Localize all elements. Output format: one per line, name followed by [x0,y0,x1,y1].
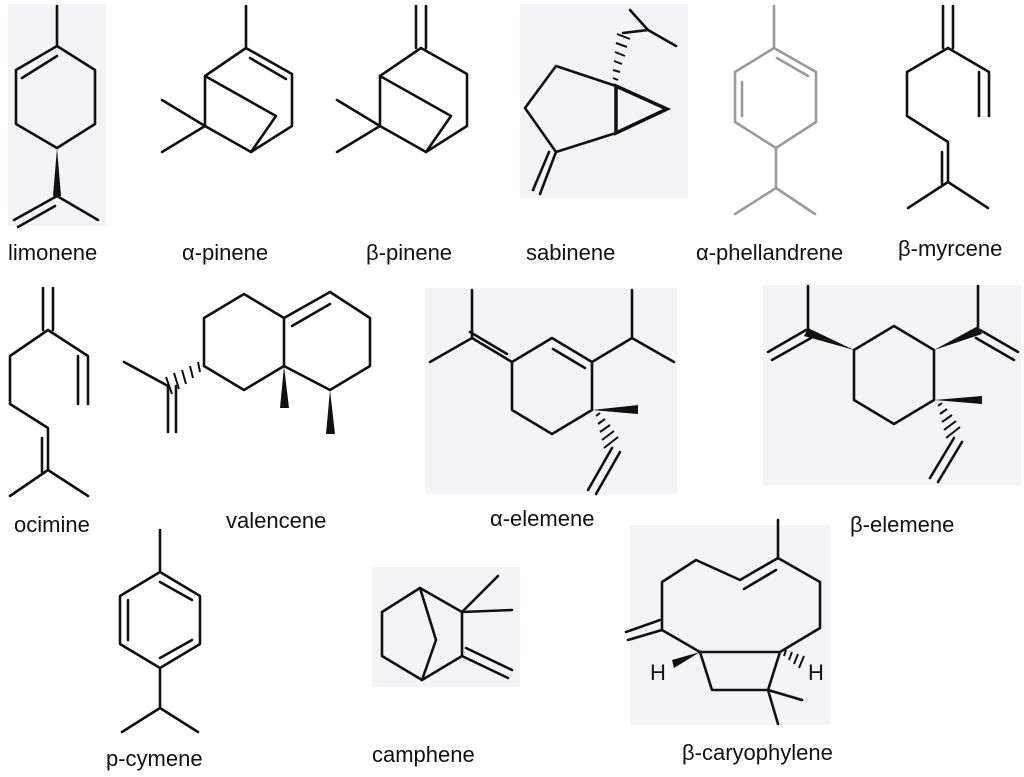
beta-elemene-structure [766,284,1020,484]
caryophylene-panel [630,525,830,725]
sabinene-panel [520,4,688,198]
sabinene-structure [523,8,678,196]
limonene-structure [12,4,100,229]
caryophylene-h-left: H [650,660,666,685]
p-cymene-structure [118,528,202,734]
label-beta-myrcene: β-myrcene [898,236,1003,261]
label-ocimine: ocimine [14,512,90,537]
ocimine-structure [8,286,90,498]
label-valencene: valencene [226,508,327,533]
beta-myrcene-structure [905,4,991,210]
alpha-elemene-panel [425,288,677,494]
label-beta-elemene: β-elemene [850,512,955,537]
caryophylene-h-right: H [808,660,824,685]
label-alpha-pinene: α-pinene [182,240,269,265]
label-sabinene: sabinene [526,240,616,265]
label-beta-pinene: β-pinene [366,240,453,265]
alpha-phellandrene-structure [733,4,818,216]
label-limonene: limonene [8,240,98,265]
valencene-structure [122,290,372,434]
alpha-elemene-structure [428,288,676,496]
beta-caryophylene-structure: H H [624,518,824,726]
label-beta-caryophylene: β-caryophylene [682,740,833,765]
alpha-pinene-structure [160,4,294,154]
label-p-cymene: p-cymene [106,746,203,771]
beta-pinene-structure [335,4,469,154]
beta-elemene-panel [763,285,1021,485]
camphene-panel [372,567,520,687]
label-camphene: camphene [372,742,475,767]
label-alpha-elemene: α-elemene [490,506,595,531]
label-alpha-phellandrene: α-phellandrene [696,240,844,265]
camphene-structure [380,574,514,682]
